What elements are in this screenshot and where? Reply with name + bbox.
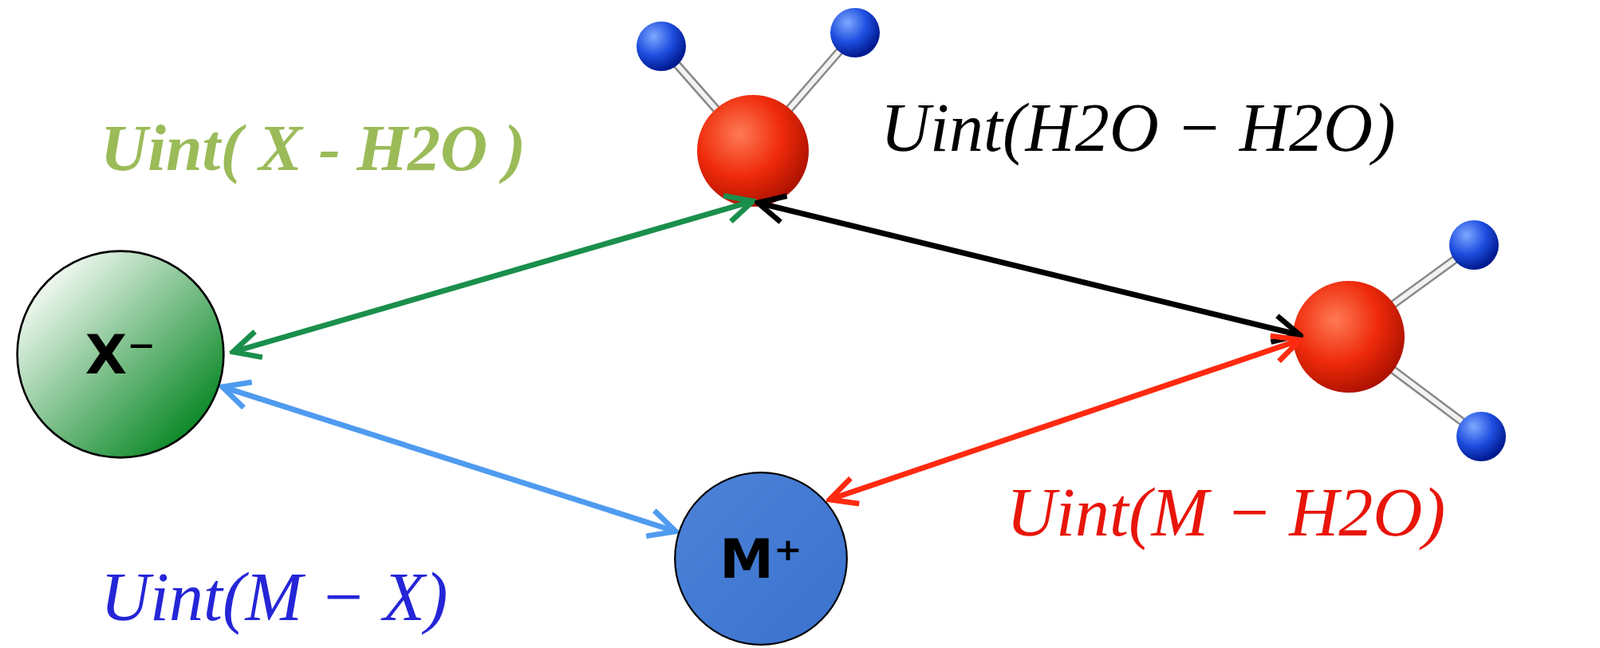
oxygen-atom: [697, 94, 809, 207]
interaction-arrow: [757, 202, 1301, 335]
cation-circle: M⁺: [673, 470, 849, 647]
interaction-label: Uint(H2O − H2O): [880, 90, 1396, 166]
interaction-arrow: [232, 200, 753, 352]
interaction-label: Uint(M − H2O): [1006, 474, 1446, 551]
water-molecule: [1292, 220, 1506, 462]
interaction-arrow: [222, 386, 677, 532]
hydrogen-atom: [1456, 411, 1506, 462]
hydrogen-atom: [636, 21, 686, 71]
anion-circle: X⁻: [15, 248, 226, 460]
ion-symbol: X⁻: [85, 323, 156, 387]
oxygen-atom: [1292, 280, 1405, 393]
hydrogen-atom: [830, 7, 880, 58]
hydrogen-atom: [1449, 220, 1499, 270]
interaction-label: Uint( X - H2O ): [100, 112, 526, 185]
interaction-label: Uint(M − X): [100, 559, 448, 635]
ion-symbol: M⁺: [719, 527, 803, 591]
water-molecule: [636, 7, 880, 207]
